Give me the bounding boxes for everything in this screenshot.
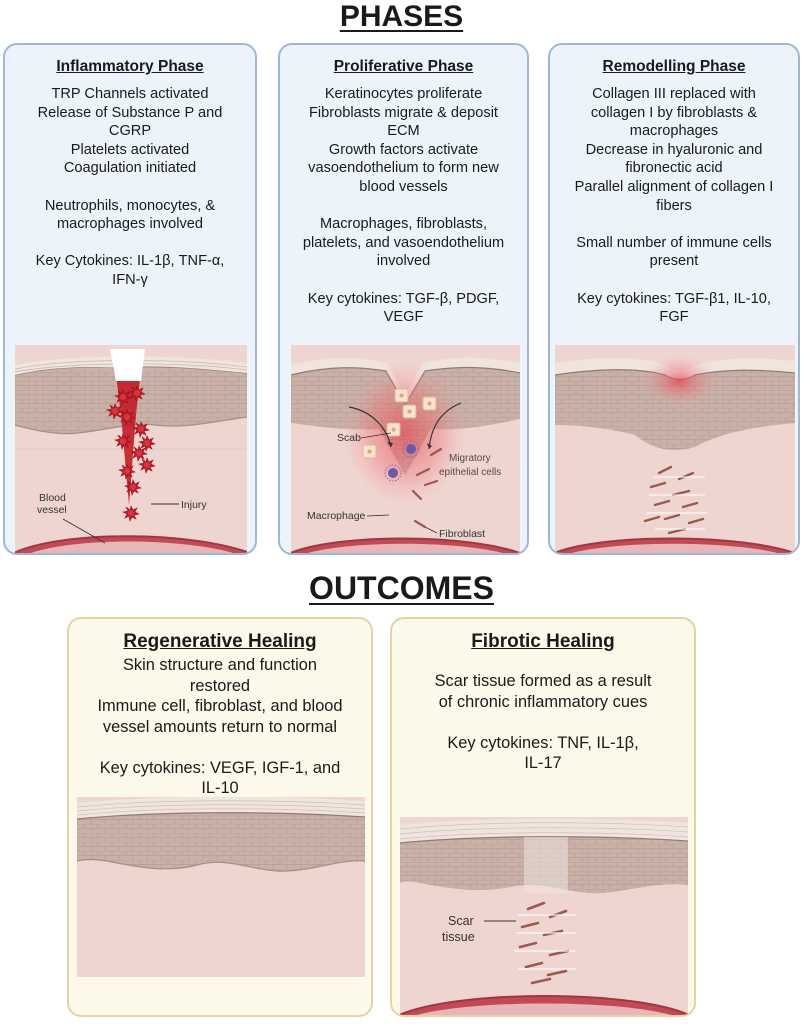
- regenerative-healing-title: Regenerative Healing: [123, 631, 317, 652]
- proliferative-phase-panel: Proliferative Phase Keratinocytes prolif…: [278, 43, 529, 555]
- proliferative-skin-illustration: Scab Migratory epithelial cells Macropha…: [291, 345, 520, 553]
- regenerative-healing-panel: Regenerative Healing Skin structure and …: [67, 617, 373, 1017]
- fibrotic-skin-illustration: Scar tissue: [400, 817, 688, 1015]
- regenerative-skin-illustration: [77, 797, 365, 977]
- macrophage-label: Macrophage: [307, 510, 366, 522]
- fibroblast-label: Fibroblast: [439, 528, 485, 540]
- scab-label: Scab: [337, 432, 361, 444]
- remodelling-phase-title: Remodelling Phase: [602, 58, 746, 75]
- phases-title: PHASES: [339, 0, 464, 33]
- svg-text:tissue: tissue: [442, 930, 475, 944]
- inflammatory-phase-title: Inflammatory Phase: [56, 58, 204, 75]
- inflammatory-skin-illustration: Injury Blood vessel: [15, 345, 247, 553]
- fibrotic-healing-title: Fibrotic Healing: [471, 631, 615, 652]
- scar-tissue-label: Scar: [448, 914, 474, 928]
- injury-label: Injury: [181, 499, 207, 511]
- fibrotic-healing-panel: Fibrotic Healing Scar tissue formed as a…: [390, 617, 696, 1017]
- svg-text:vessel: vessel: [37, 504, 67, 516]
- inflammatory-phase-panel: Inflammatory Phase TRP Channels activate…: [3, 43, 257, 555]
- remodelling-skin-illustration: [555, 345, 795, 553]
- proliferative-phase-title: Proliferative Phase: [333, 58, 474, 75]
- blood-vessel-label: Blood: [39, 492, 66, 504]
- migratory-cells-label: Migratory: [449, 453, 491, 464]
- outcomes-title: OUTCOMES: [309, 570, 494, 606]
- remodelling-phase-panel: Remodelling Phase Collagen III replaced …: [548, 43, 800, 555]
- svg-text:epithelial cells: epithelial cells: [439, 467, 501, 478]
